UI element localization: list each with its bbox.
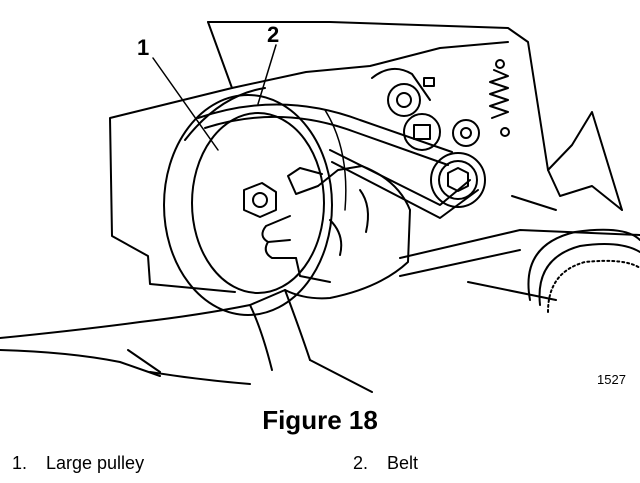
tension-spring bbox=[489, 59, 510, 137]
pulley-belt-illustration bbox=[0, 21, 640, 393]
callout-leaders bbox=[152, 44, 277, 151]
hand-and-arm bbox=[0, 165, 411, 385]
legend-item-label: Large pulley bbox=[46, 453, 145, 473]
legend-item-large-pulley: 1. Large pulley bbox=[12, 452, 144, 474]
legend-item-number: 2. bbox=[353, 453, 369, 473]
callout-label-2: 2 bbox=[267, 22, 280, 47]
legend-item-number: 1. bbox=[12, 453, 28, 473]
legend-item-belt: 2. Belt bbox=[353, 452, 418, 474]
large-pulley bbox=[163, 87, 347, 316]
legend-item-label: Belt bbox=[387, 453, 419, 473]
figure-title: Figure 18 bbox=[262, 405, 378, 435]
art-number: 1527 bbox=[597, 372, 626, 387]
machine-housing bbox=[109, 21, 640, 393]
small-pulleys bbox=[371, 67, 486, 208]
wheel bbox=[527, 228, 640, 313]
callout-label-1: 1 bbox=[137, 35, 150, 60]
